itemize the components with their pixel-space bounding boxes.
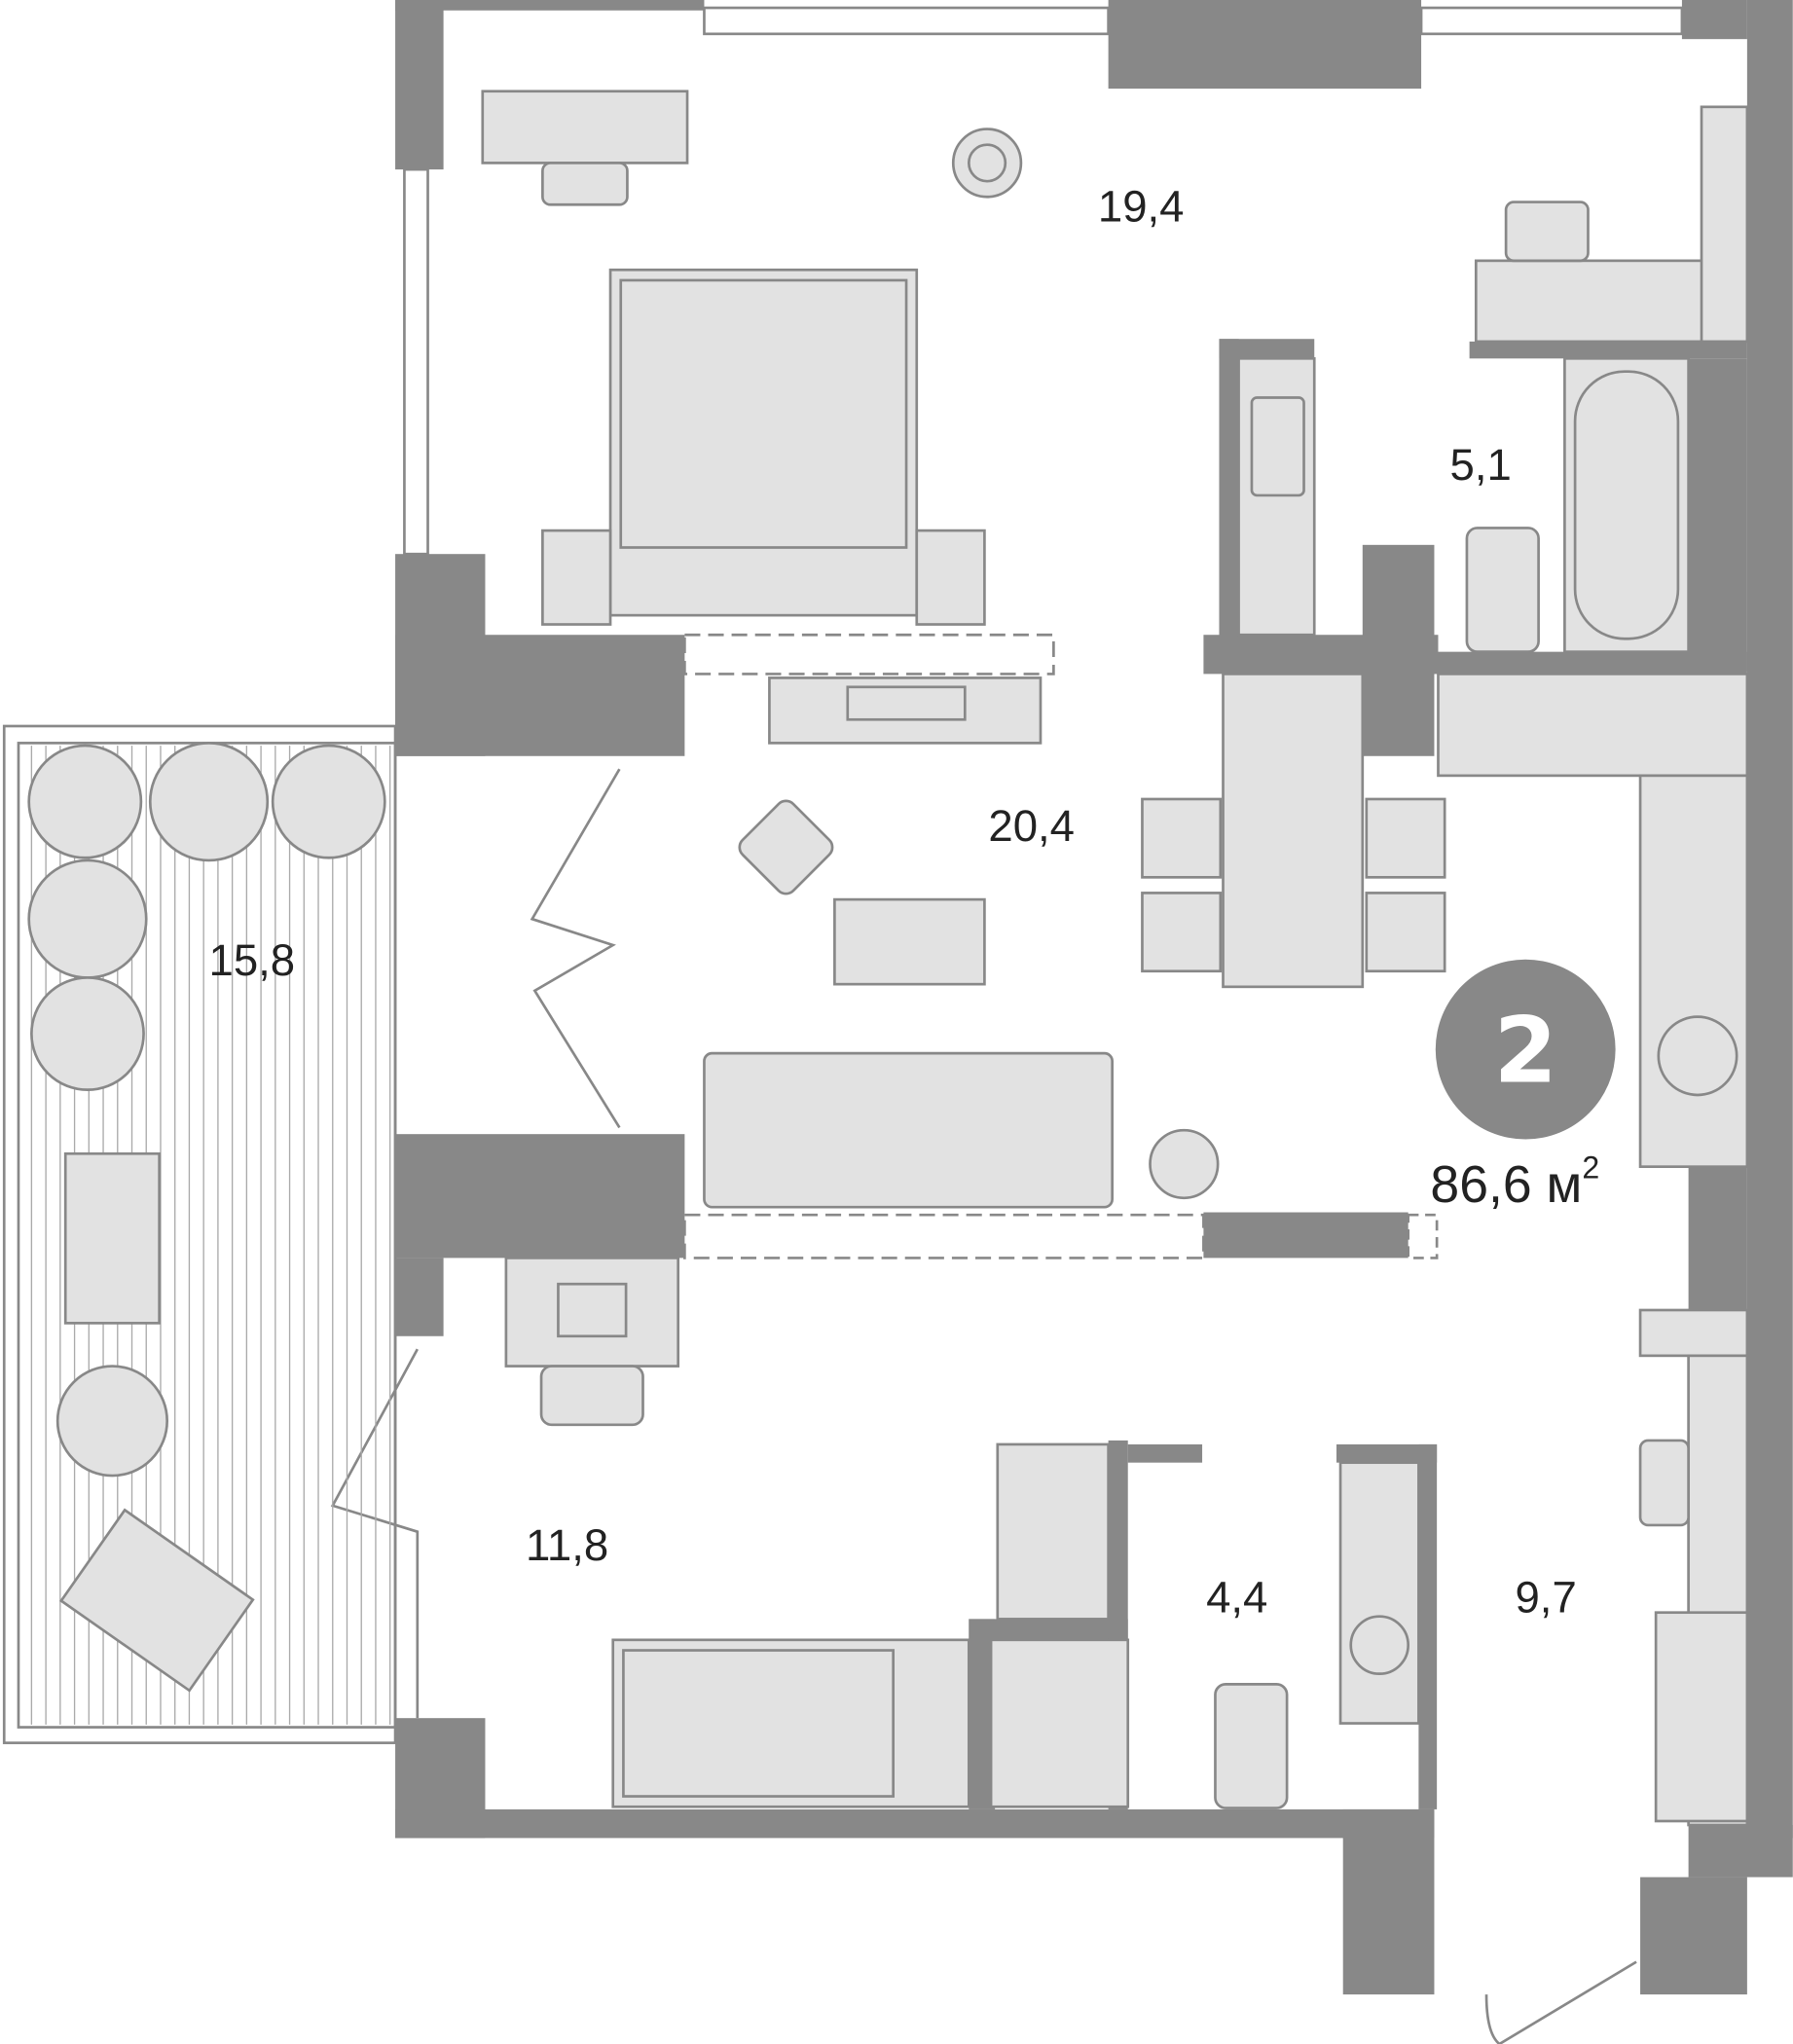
room-count: 2 bbox=[1494, 999, 1557, 1105]
room-count-badge: 2 bbox=[1435, 959, 1616, 1140]
room-area-hall: 9,7 bbox=[1515, 1573, 1576, 1623]
room-area-bathroom-2: 4,4 bbox=[1206, 1573, 1267, 1623]
total-area: 86,6 м2 bbox=[1430, 1150, 1599, 1214]
room-area-balcony: 15,8 bbox=[209, 935, 296, 985]
room-area-living-kitchen: 20,4 bbox=[988, 801, 1075, 851]
room-area-bedroom: 19,4 bbox=[1098, 182, 1185, 232]
furniture bbox=[481, 90, 1749, 1827]
balcony bbox=[2, 724, 397, 1744]
walls bbox=[395, 0, 1793, 1995]
room-area-bathroom-1: 5,1 bbox=[1450, 440, 1512, 490]
room-area-room-2: 11,8 bbox=[526, 1520, 608, 1570]
room-labels: 19,4 5,1 20,4 15,8 11,8 4,4 9,7 bbox=[209, 182, 1577, 1623]
